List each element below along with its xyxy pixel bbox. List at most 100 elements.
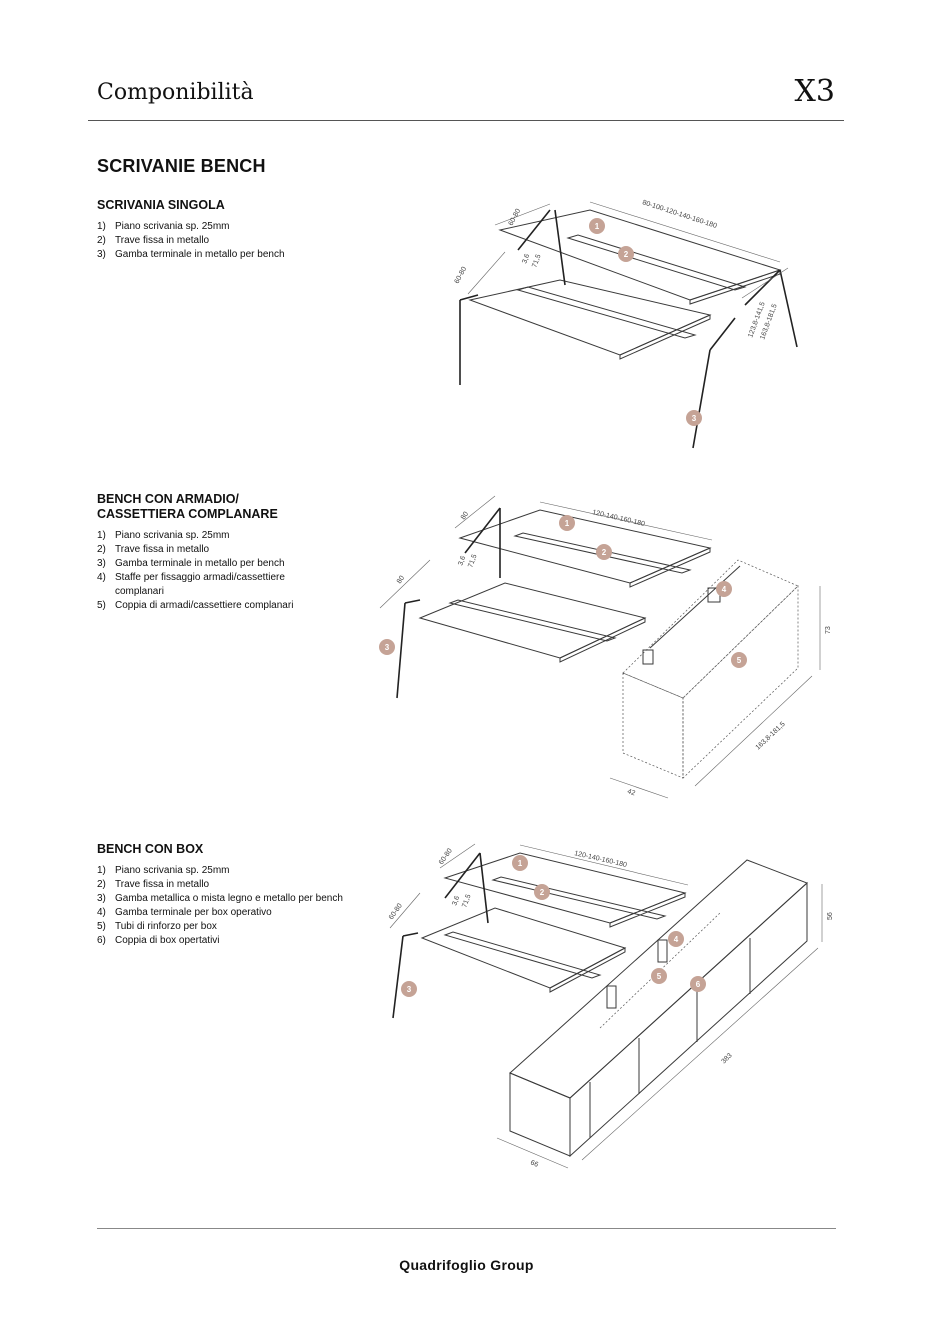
item-text: Trave fissa in metallo [115, 235, 210, 246]
component-list-scrivania-singola: 1)Piano scrivania sp. 25mm 2)Trave fissa… [97, 220, 347, 262]
dimension-label: 60-80 [438, 847, 454, 866]
dimension-label: 71,5 [531, 253, 542, 268]
dimension-line [741, 267, 789, 299]
dimension-label: 56 [827, 912, 834, 920]
item-number: 2) [97, 544, 106, 555]
callout-badge-5: 5 [651, 968, 667, 984]
dimension-label: 3,6 [451, 895, 461, 907]
leg [396, 602, 406, 699]
item-text: Trave fissa in metallo [115, 544, 210, 555]
list-item: 4)Staffe per fissaggio armadi/cassettier… [97, 571, 297, 599]
item-number: 6) [97, 935, 106, 946]
dimension-line [539, 501, 713, 541]
dimension-label: 66 [529, 1159, 539, 1168]
list-item: 6)Coppia di box opertativi [97, 934, 347, 948]
beam-back [513, 532, 692, 574]
header-divider [88, 120, 844, 121]
item-text: Gamba terminale in metallo per bench [115, 558, 285, 569]
dimension-label: 3,6 [521, 253, 531, 265]
callout-badge-1: 1 [589, 218, 605, 234]
dimension-label: 80 [460, 511, 470, 521]
svg-text:1: 1 [595, 222, 600, 231]
callout-badge-1: 1 [512, 855, 528, 871]
leg-arm [709, 317, 736, 351]
component-list-bench-armadio: 1)Piano scrivania sp. 25mm 2) Trave fissa… [97, 529, 347, 613]
dimension-label: 42 [626, 788, 636, 797]
dimension-line [694, 675, 813, 787]
callout-badge-4: 4 [716, 581, 732, 597]
list-item: 5)Coppia di armadi/cassettiere complanar… [97, 599, 347, 613]
callout-badge-3: 3 [401, 981, 417, 997]
item-number: 3) [97, 893, 106, 904]
cabinet-side [682, 585, 799, 779]
dimension-label: 60-80 [508, 208, 523, 227]
dimension-label: 80 [396, 575, 406, 585]
svg-text:3: 3 [385, 643, 390, 652]
desk-top-front [418, 582, 647, 659]
page-header-title: Componibilità [97, 80, 254, 105]
beam-front [516, 286, 697, 339]
dimension-line [467, 251, 506, 295]
dimension-label: 3,6 [457, 555, 467, 567]
heading-line: SCRIVANIA SINGOLA [97, 198, 225, 212]
block-heading-bench-armadio: BENCH CON ARMADIO/ CASSETTIERA COMPLANAR… [97, 492, 278, 522]
dimension-line [581, 947, 819, 1161]
component-list-bench-box: 1)Piano scrivania sp. 25mm 2)Trave fissa… [97, 864, 347, 948]
drawing-bench-box: 120-140-160-180 60-80 60-80 3,6 71,5 56 … [388, 843, 834, 1169]
callout-badge-6: 6 [690, 976, 706, 992]
item-number: 1) [97, 865, 106, 876]
beam-front [448, 599, 617, 642]
brand-name: Quadrifoglio Group [399, 1257, 534, 1273]
cabinet-top [622, 559, 799, 699]
leg [554, 209, 566, 286]
leg-arm [459, 294, 479, 301]
dimension-line [379, 559, 431, 609]
desk-top-front-edge [559, 617, 646, 663]
svg-text:1: 1 [518, 859, 523, 868]
drawing-bench-armadio: 120-140-160-180 80 80 3,6 71,5 73 163,8-… [379, 495, 832, 799]
item-text: Gamba terminale in metallo per bench [115, 249, 285, 260]
list-item: 3) Gamba metallica o mista legno e metall… [97, 892, 347, 906]
desk-top-back-edge [689, 269, 781, 305]
dimension-line [519, 844, 689, 886]
cabinet-front [622, 672, 684, 779]
dimension-line [609, 777, 669, 799]
list-item: 4)Gamba terminale per box operativo [97, 906, 347, 920]
leg [392, 935, 404, 1019]
block-heading-scrivania-singola: SCRIVANIA SINGOLA [97, 198, 225, 213]
dimension-label: 73 [825, 626, 832, 634]
item-number: 5) [97, 921, 106, 932]
item-number: 1) [97, 530, 106, 541]
box-leg [606, 985, 617, 1009]
beam-front [443, 931, 602, 979]
item-number: 4) [97, 572, 106, 583]
dimension-line [496, 1137, 569, 1169]
dimension-label: 71,5 [461, 893, 472, 908]
bracket [642, 649, 654, 665]
leg-arm [404, 599, 421, 604]
block-heading-bench-box: BENCH CON BOX [97, 842, 203, 857]
item-text: Trave fissa in metallo [115, 879, 210, 890]
heading-line: BENCH CON BOX [97, 842, 204, 856]
item-text: Gamba metallica o mista legno e metallo … [115, 893, 343, 904]
leg-arm [402, 932, 419, 937]
dimension-label: 71,5 [467, 553, 478, 568]
footer-divider [97, 1228, 836, 1229]
item-number: 4) [97, 907, 106, 918]
callout-badge-3: 3 [686, 410, 702, 426]
dimension-line [389, 892, 421, 929]
svg-text:4: 4 [674, 935, 679, 944]
leg [779, 269, 798, 348]
bracket-rail [649, 565, 741, 649]
list-item: 1)Piano scrivania sp. 25mm [97, 220, 347, 234]
list-item: 1)Piano scrivania sp. 25mm [97, 529, 347, 543]
heading-line: CASSETTIERA COMPLANARE [97, 507, 278, 521]
item-text: Piano scrivania sp. 25mm [115, 221, 230, 232]
item-number: 3) [97, 558, 106, 569]
desk-top-front [420, 907, 627, 989]
svg-text:3: 3 [407, 985, 412, 994]
list-item: 2)Trave fissa in metallo [97, 878, 347, 892]
item-text: Tubi di rinforzo per box [115, 921, 217, 932]
dimension-label: 120-140-160-180 [592, 509, 646, 528]
section-title: SCRIVANIE BENCH [97, 156, 266, 176]
